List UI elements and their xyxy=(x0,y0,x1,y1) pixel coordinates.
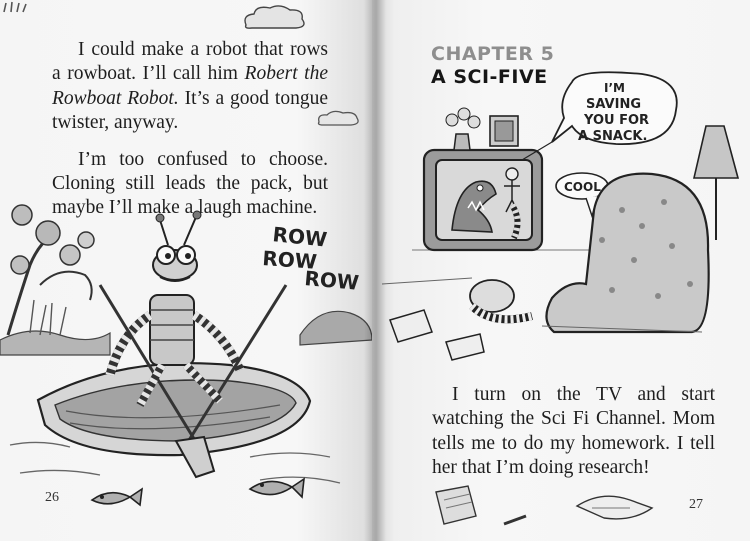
chapter-heading: CHAPTER 5 A SCI-FIVE xyxy=(431,43,554,89)
tv-living-room-illustration: I’M SAVING YOU FOR A SNACK. COOL. xyxy=(381,71,740,361)
sound-effect-row-1: ROW xyxy=(271,222,328,252)
left-paragraph-1: I could make a robot that rows a rowboat… xyxy=(52,38,328,136)
right-page: CHAPTER 5 A SCI-FIVE xyxy=(372,0,750,541)
robot-name-italic: Robert the Rowboat Robot. xyxy=(52,63,329,109)
sound-effect-row-3: ROW xyxy=(304,266,360,295)
chapter-number: CHAPTER 5 xyxy=(431,43,555,65)
sun-doodle-illustration xyxy=(3,1,27,13)
tv-speech-line-3: YOU FOR xyxy=(583,113,649,128)
tv-speech-line-1: I’M xyxy=(604,81,625,95)
robot-rowboat-illustration: ROW ROW ROW xyxy=(0,204,372,507)
tv-speech-line-4: A SNACK. xyxy=(578,129,647,144)
bottom-doodles-illustration xyxy=(435,485,654,526)
right-page-text: I turn on the TV and start watching the … xyxy=(432,383,715,481)
left-paragraph-1-text-b: It’s a good tongue twister, anyway. xyxy=(52,87,328,134)
kid-speech: COOL. xyxy=(564,180,605,194)
cloud-doodle-illustration xyxy=(244,5,305,29)
left-paragraph-2: I’m too confused to choose. Cloning stil… xyxy=(52,148,328,219)
left-paragraph-1-text-a: I could make a robot that rows a rowboat… xyxy=(52,39,328,85)
chapter-title: A SCI-FIVE xyxy=(431,66,548,88)
page-number-right: 27 xyxy=(689,497,703,512)
tv-speech-line-2: SAVING xyxy=(586,97,641,112)
left-page: I could make a robot that rows a rowboat… xyxy=(0,0,372,541)
page-number-left: 26 xyxy=(45,490,59,505)
sound-effect-row-2: ROW xyxy=(262,246,318,274)
left-page-text: I could make a robot that rows a rowboat… xyxy=(52,38,328,221)
right-paragraph: I turn on the TV and start watching the … xyxy=(432,384,715,479)
small-cloud-illustration xyxy=(317,110,359,126)
